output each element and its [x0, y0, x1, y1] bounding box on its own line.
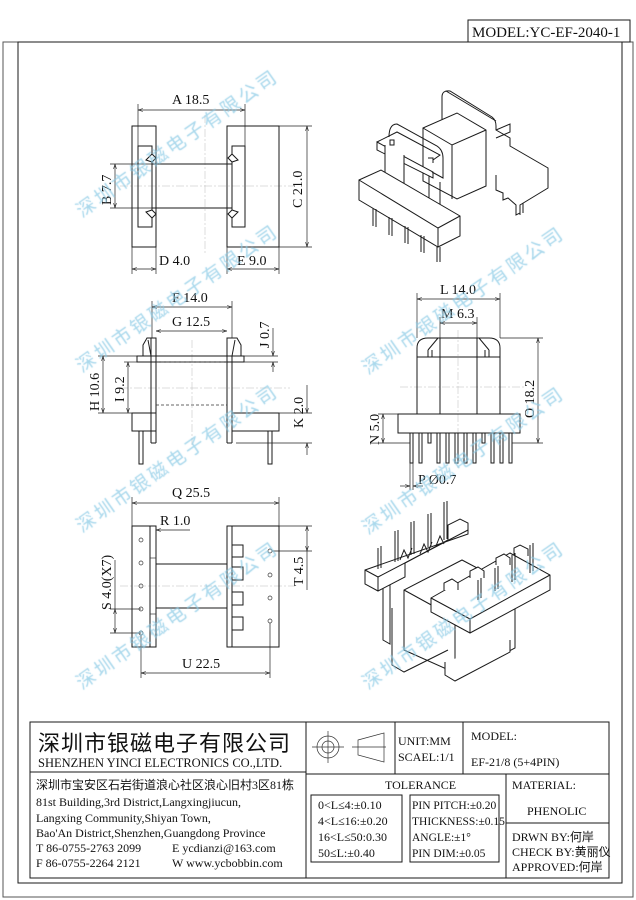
bottom-view: Q 25.5 R 1.0 S 4.0(X7) T 4.5 U 22.5: [100, 486, 312, 678]
tolerance-length: 0<L≤4:±0.10: [318, 798, 382, 812]
dim-m: M 6.3: [441, 307, 474, 322]
isometric-view-bottom: [364, 501, 551, 682]
address-en-line: Bao'An District,Shenzhen,Guangdong Provi…: [36, 826, 265, 840]
dim-b: B 7.7: [100, 175, 115, 205]
dim-g: G 12.5: [172, 315, 210, 330]
top-view: A 18.5 B 7.7 C 21.0 D 4.0 E 9.0: [100, 93, 312, 274]
tolerance-length: 16<L≤50:0.30: [318, 830, 387, 844]
projection-symbol-icon: [312, 731, 386, 763]
tolerance-other: PIN DIM:±0.05: [412, 848, 486, 860]
scale: SCAEL:1/1: [398, 750, 455, 764]
company-name-en: SHENZHEN YINCI ELECTRONICS CO.,LTD.: [38, 756, 282, 770]
dim-r: R 1.0: [160, 514, 190, 529]
dim-h: H 10.6: [88, 373, 103, 411]
address-cn: 深圳市宝安区石岩街道浪心社区浪心旧村3区81栋: [36, 777, 294, 792]
material-value: PHENOLIC: [527, 804, 586, 818]
tolerance-other: PIN PITCH:±0.20: [412, 800, 497, 812]
dim-c: C 21.0: [291, 171, 306, 208]
tolerance-title: TOLERANCE: [385, 778, 456, 792]
drawn-by: DRWN BY:何岸: [512, 830, 594, 844]
company-name-cn: 深圳市银磁电子有限公司: [38, 731, 291, 756]
tolerance-other: THICKNESS:±0.15: [412, 816, 505, 828]
website: W www.ycbobbin.com: [172, 856, 283, 870]
fax: F 86-0755-2264 2121: [36, 856, 141, 870]
dim-e: E 9.0: [237, 254, 267, 269]
dim-u: U 22.5: [182, 657, 220, 672]
material-label: MATERIAL:: [512, 778, 576, 792]
dim-n: N 5.0: [368, 414, 383, 445]
address-en-line: 81st Building,3rd District,Langxingjiucu…: [36, 795, 241, 809]
dim-d: D 4.0: [159, 254, 190, 269]
dim-p: P Ø0.7: [418, 473, 456, 488]
dim-j: J 0.7: [258, 322, 273, 348]
dim-s: S 4.0(X7): [100, 554, 115, 610]
model-code: MODEL:YC-EF-2040-1: [472, 25, 620, 41]
dim-q: Q 25.5: [172, 486, 210, 501]
check-by: CHECK BY:黄丽仪: [512, 845, 611, 859]
model-label: MODEL:: [471, 729, 517, 743]
address-en-line: Langxing Community,Shiyan Town,: [36, 811, 211, 825]
dim-t: T 4.5: [292, 557, 307, 586]
unit: UNIT:MM: [398, 734, 451, 748]
dim-a: A 18.5: [172, 93, 209, 108]
title-block: 深圳市银磁电子有限公司 SHENZHEN YINCI ELECTRONICS C…: [29, 721, 611, 879]
tolerance-length: 4<L≤16:±0.20: [318, 814, 388, 828]
dim-o: O 18.2: [523, 380, 538, 418]
tolerance-other: ANGLE:±1°: [412, 832, 471, 844]
dim-l: L 14.0: [440, 283, 476, 298]
dim-i: I 9.2: [113, 376, 128, 402]
dim-k: K 2.0: [292, 397, 307, 428]
email: E ycdianzi@163.com: [172, 841, 276, 855]
side-view: F 14.0 G 12.5 H 10.6 I 9.2 J 0.7 K 2.0: [88, 291, 312, 465]
isometric-view-top: [358, 90, 549, 262]
tolerance-length: 50≤L:±0.40: [318, 846, 375, 860]
dim-f: F 14.0: [172, 291, 208, 306]
model-value: EF-21/8 (5+4PIN): [471, 755, 559, 769]
approved-by: APPROVED:何岸: [512, 860, 603, 874]
phone: T 86-0755-2763 2099: [36, 841, 141, 855]
front-view: L 14.0 M 6.3 N 5.0 O 18.2 P Ø0.7: [368, 283, 543, 490]
